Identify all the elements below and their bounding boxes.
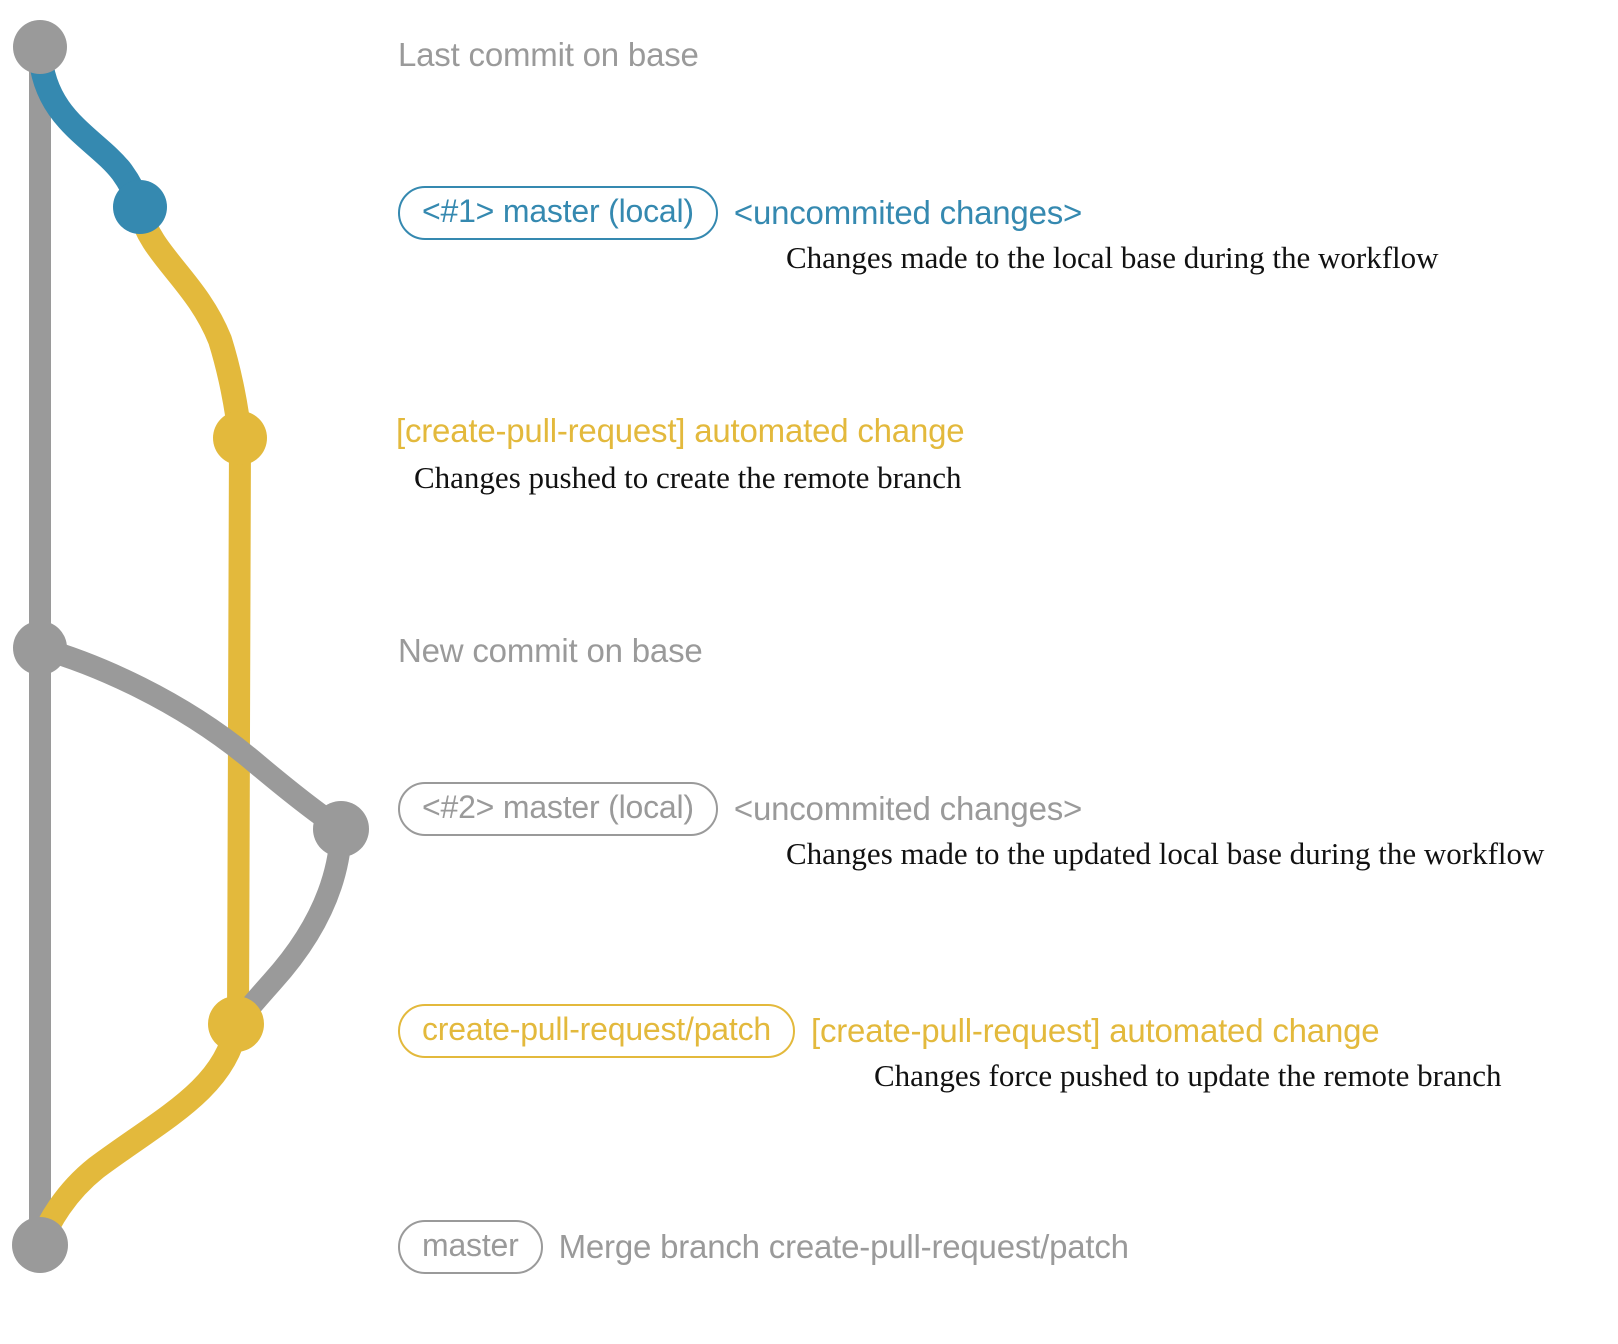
commit-subject-last-commit-on-base: Last commit on base [398, 36, 699, 73]
commit-description-patch-branch: Changes force pushed to update the remot… [874, 1058, 1502, 1093]
local-1-node [113, 180, 167, 234]
commit-subject-merge: Merge branch create-pull-request/patch [558, 1227, 1129, 1265]
merge-node [12, 1217, 68, 1273]
local-2-node [313, 801, 369, 857]
base-head-node [13, 20, 67, 74]
branch-badge-master[interactable]: master [398, 1220, 543, 1274]
patch-branch-line-upper [128, 198, 252, 450]
commit-row-merge: master Merge branch create-pull-request/… [398, 1220, 1129, 1274]
commit-row-local-2: <#2> master (local) <uncommited changes> [398, 782, 1082, 836]
commit-description-local-2: Changes made to the updated local base d… [786, 836, 1545, 871]
commit-description-automated-change-1: Changes pushed to create the remote bran… [414, 460, 962, 495]
base-new-node [13, 621, 67, 675]
local-2-merge-line [225, 822, 352, 1035]
patch-trunk-line [227, 427, 251, 1035]
branch-badge-local-2[interactable]: <#2> master (local) [398, 782, 718, 836]
commit-subject-local-2: <uncommited changes> [733, 789, 1083, 827]
commit-subject-automated-change-1: [create-pull-request] automated change [396, 412, 965, 449]
branch-badge-local-1[interactable]: <#1> master (local) [398, 186, 718, 240]
patch-1-node [213, 411, 267, 465]
commit-row-patch-branch: create-pull-request/patch [create-pull-r… [398, 1004, 1380, 1058]
commit-subject-new-commit-on-base: New commit on base [398, 632, 703, 669]
commit-subject-local-1: <uncommited changes> [733, 193, 1083, 231]
commit-graph-lanes [12, 20, 369, 1273]
commit-row-local-1: <#1> master (local) <uncommited changes> [398, 186, 1082, 240]
commit-description-local-1: Changes made to the local base during th… [786, 240, 1439, 275]
commit-subject-patch-branch: [create-pull-request] automated change [810, 1011, 1380, 1049]
patch-merge-line [28, 1016, 248, 1257]
local-branch-line [28, 40, 152, 219]
local-2-branch-line [29, 637, 352, 840]
patch-2-node [208, 996, 264, 1052]
branch-badge-patch[interactable]: create-pull-request/patch [398, 1004, 795, 1058]
